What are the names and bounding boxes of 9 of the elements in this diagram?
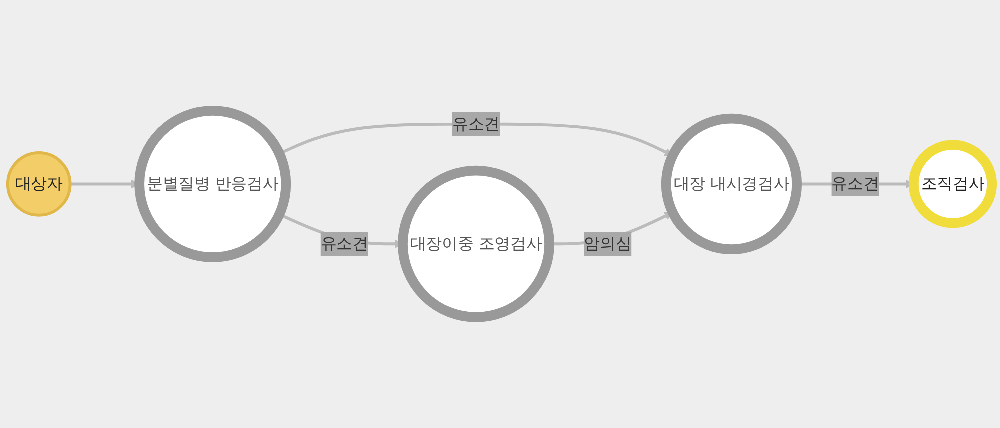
node-circle: 대장이중 조영검사 <box>398 166 554 322</box>
node-circle: 분별질병 반응검사 <box>134 106 292 262</box>
edge-label: 유소견 <box>452 114 500 134</box>
node-circle: 대장 내시경검사 <box>661 114 802 254</box>
node-circle: 대상자 <box>6 151 72 217</box>
edge-label: 암의심 <box>584 234 632 253</box>
node-circle: 조직검사 <box>908 140 998 228</box>
edge-label: 유소견 <box>832 174 880 193</box>
edge-label: 유소견 <box>320 234 368 253</box>
